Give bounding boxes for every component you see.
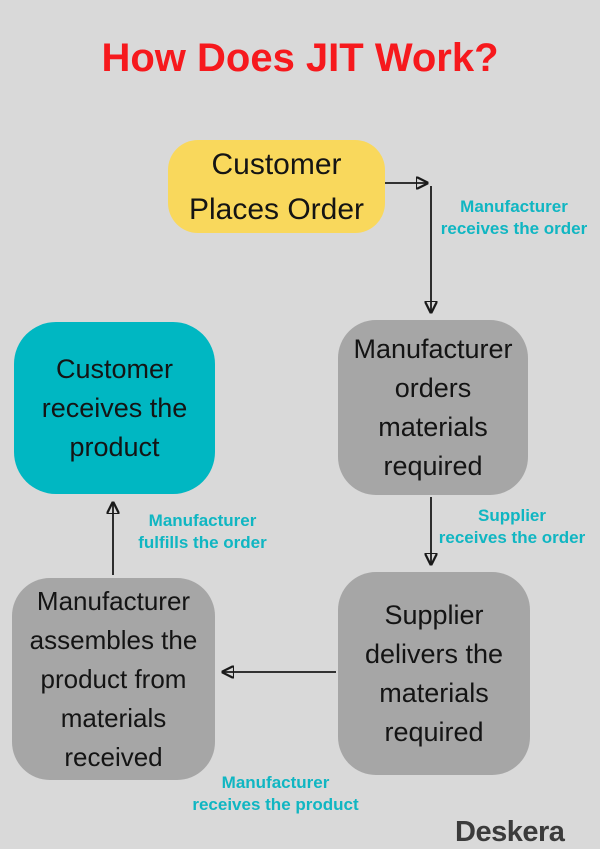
node-label: Manufacturer orders materials required [353,333,513,481]
deskera-logo: Deskera [455,816,565,848]
edge-label-supplier-receives-order: Supplier receives the order [426,505,598,549]
node-manufacturer-assembles-product: Manufacturer assembles the product from … [12,578,215,780]
node-label: Manufacturer assembles the product from … [29,585,198,772]
node-supplier-delivers-materials: Supplier delivers the materials required [338,572,530,775]
edge-label-line: receives the order [440,219,588,238]
edge-label-line: Manufacturer [148,511,257,530]
edge-label-manufacturer-fulfills-order: Manufacturer fulfills the order [120,510,285,554]
edge-label-line: fulfills the order [138,533,267,552]
page-title: How Does JIT Work? [101,36,499,80]
edge-label-line: receives the order [438,528,586,547]
node-customer-places-order: Customer Places Order [168,140,385,233]
edge-label-line: Manufacturer [460,197,568,216]
node-label: Customer Places Order [188,147,365,226]
edge-label-manufacturer-receives-order: Manufacturer receives the order [428,196,600,240]
edge-label-line: receives the product [192,795,359,814]
node-label: Supplier delivers the materials required [364,599,504,747]
edge-label-line: Supplier [477,506,546,525]
edge-label-manufacturer-receives-product: Manufacturer receives the product [183,772,368,816]
edge-label-line: Manufacturer [221,773,330,792]
node-customer-receives-product: Customer receives the product [14,322,215,494]
node-label: Customer receives the product [41,353,188,462]
node-manufacturer-orders-materials: Manufacturer orders materials required [338,320,528,495]
